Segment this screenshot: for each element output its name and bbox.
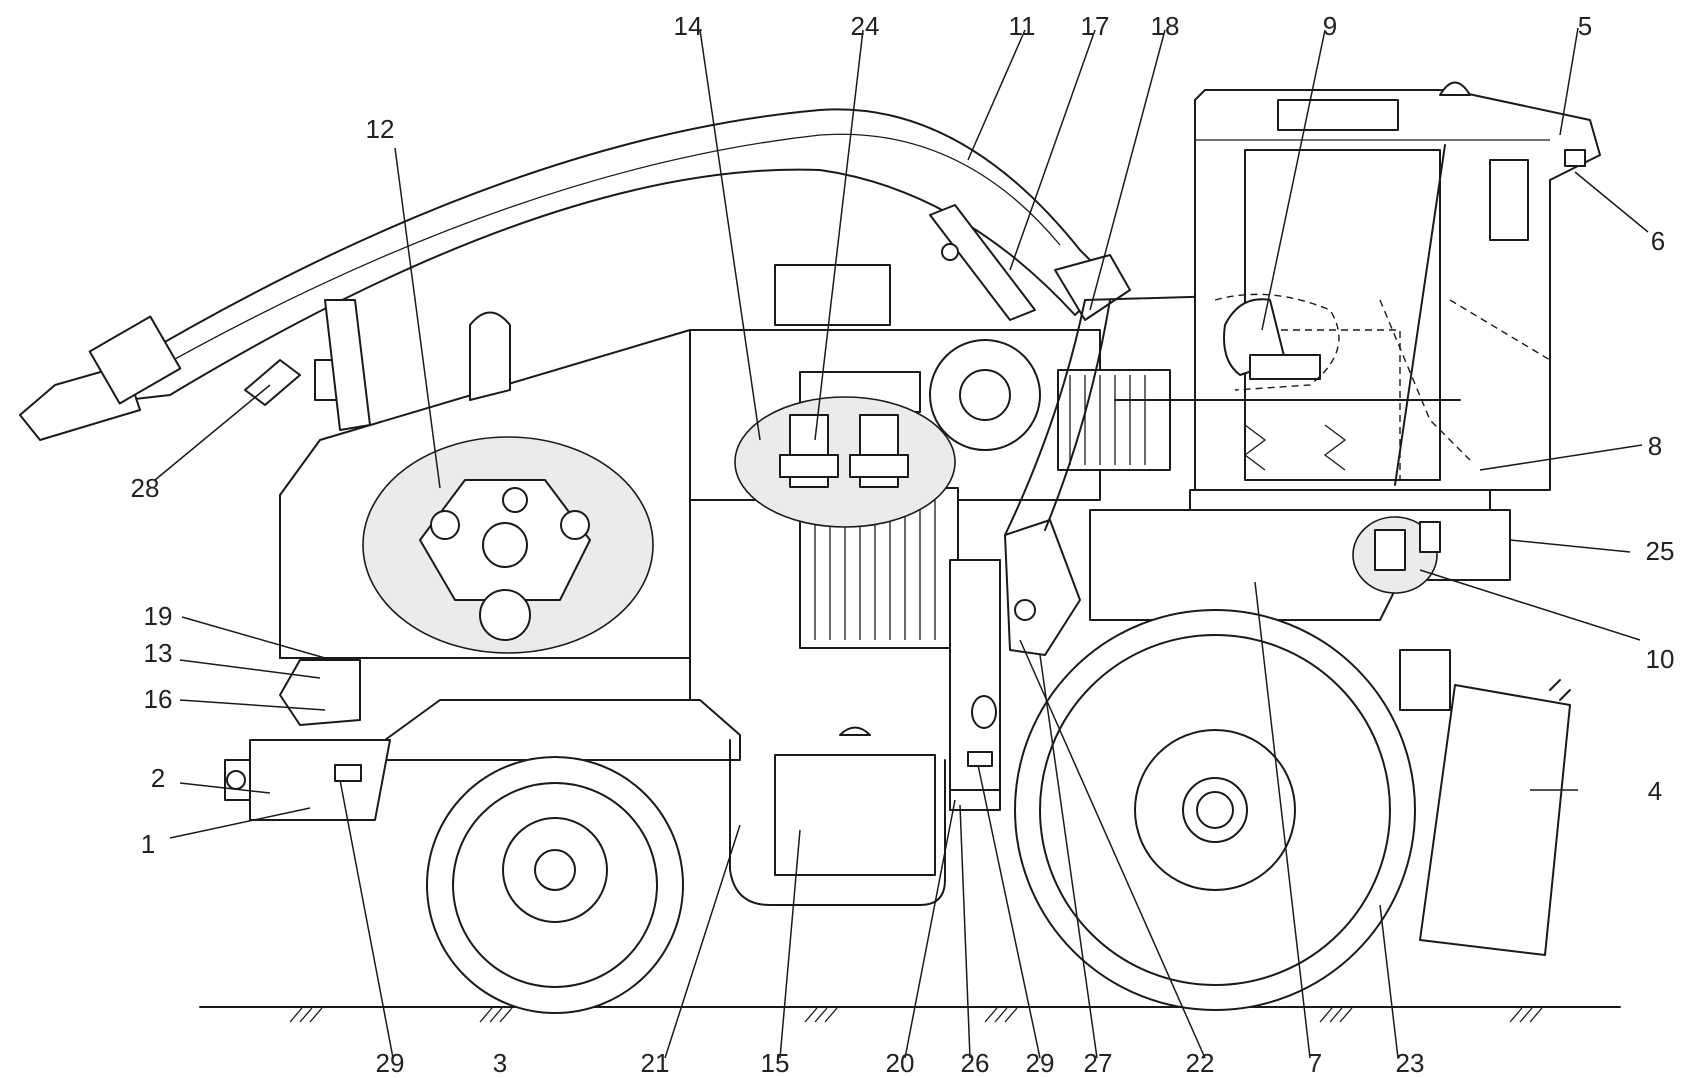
rear-counterweight: [1399, 649, 1571, 956]
battery-cutaway: [734, 396, 956, 528]
callout-6: 6: [1651, 226, 1665, 256]
operator-cab: [1114, 81, 1601, 491]
callout-12: 12: [366, 114, 395, 144]
callout-2: 2: [151, 763, 165, 793]
callout-5: 5: [1578, 11, 1592, 41]
ground-line: [199, 1006, 1621, 1023]
callout-1: 1: [141, 829, 155, 859]
leader-lines: [154, 27, 1649, 1059]
callout-22: 22: [1186, 1048, 1215, 1078]
engine-cutaway: [362, 436, 654, 654]
callout-26: 26: [961, 1048, 990, 1078]
discharge-spout: [19, 108, 1131, 441]
callout-15: 15: [761, 1048, 790, 1078]
callout-29-right: 29: [1026, 1048, 1055, 1078]
callout-27: 27: [1084, 1048, 1113, 1078]
callout-25: 25: [1646, 536, 1675, 566]
callout-28: 28: [131, 473, 160, 503]
callout-24: 24: [851, 11, 880, 41]
front-frame: [224, 659, 741, 821]
callout-18: 18: [1151, 11, 1180, 41]
callout-10: 10: [1646, 644, 1675, 674]
callout-8: 8: [1648, 431, 1662, 461]
callout-23: 23: [1396, 1048, 1425, 1078]
callout-16: 16: [144, 684, 173, 714]
callout-17: 17: [1081, 11, 1110, 41]
spout-ram: [929, 204, 1036, 321]
hydraulic-valve-block: [1004, 519, 1081, 656]
operator-seat: [1214, 293, 1347, 471]
callout-20: 20: [886, 1048, 915, 1078]
ladder-column: [949, 559, 1001, 811]
fuel-tank: [729, 726, 946, 906]
cab-platform: [1089, 489, 1511, 621]
callout-7: 7: [1308, 1048, 1322, 1078]
callout-11: 11: [1009, 11, 1036, 41]
callout-3: 3: [493, 1048, 507, 1078]
callout-4: 4: [1648, 776, 1662, 806]
callout-labels: 1 2 3 4 5 6 7 8 9 10 11 12 13 14 15 16 1…: [131, 11, 1675, 1078]
spout-deflector: [244, 359, 342, 406]
rear-wheel: [1014, 609, 1416, 1011]
callout-21: 21: [641, 1048, 670, 1078]
callout-29-left: 29: [376, 1048, 405, 1078]
callout-14: 14: [674, 11, 703, 41]
air-filter: [929, 339, 1041, 451]
front-wheel: [426, 756, 684, 1014]
callout-13: 13: [144, 638, 173, 668]
callout-9: 9: [1323, 11, 1337, 41]
callout-19: 19: [144, 601, 173, 631]
work-light-cluster: [1352, 516, 1441, 594]
